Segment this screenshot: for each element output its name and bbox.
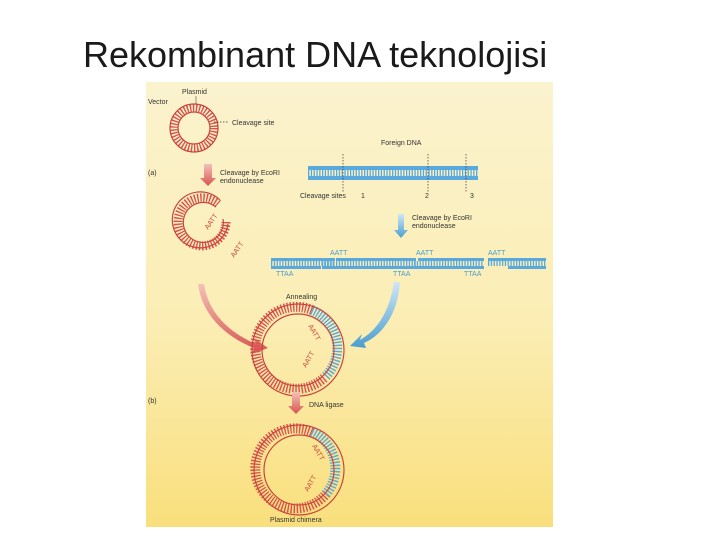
fragment-4-aatt: AATT	[488, 250, 506, 257]
annealed-aatt-1: AATT	[306, 324, 321, 343]
site-3-label: 3	[470, 193, 474, 200]
cleavage-by-label-1: Cleavage by EcoRI	[220, 170, 280, 177]
foreign-dna-fragment-4	[488, 258, 546, 269]
cut-vector-sticky-end-1: AATT	[204, 212, 220, 231]
chimera-aatt-2: AATT	[304, 474, 319, 493]
cleavage-by-label-2: Cleavage by EcoRI	[412, 215, 472, 222]
fragment-1-ttaa: TTAA	[276, 271, 294, 278]
down-arrow-1	[200, 164, 216, 186]
fragment-2-aatt: AATT	[416, 250, 434, 257]
panel-a-label: (a)	[148, 170, 157, 177]
annealing-arrow-blue	[350, 282, 400, 348]
endonuclease-label-1: endonuclease	[220, 178, 264, 185]
down-arrow-3	[288, 392, 304, 414]
annealing-label: Annealing	[286, 294, 317, 301]
plasmid-chimera	[250, 423, 345, 516]
annealed-aatt-2: AATT	[302, 350, 317, 369]
site-2-label: 2	[425, 193, 429, 200]
foreign-dna-fragment-3	[414, 258, 484, 269]
vector-label: Vector	[148, 99, 169, 106]
plasmid-chimera-label: Plasmid chimera	[270, 517, 322, 524]
endonuclease-label-2: endonuclease	[412, 223, 456, 230]
recombinant-dna-figure: Plasmid Vector Cleavage site (a) Cleavag…	[146, 82, 553, 527]
foreign-dna-fragment-2	[322, 258, 416, 269]
panel-b-label: (b)	[148, 398, 157, 405]
cleavage-site-label: Cleavage site	[232, 120, 275, 127]
dna-ligase-label: DNA ligase	[309, 402, 344, 409]
fragment-1-aatt: AATT	[330, 250, 348, 257]
fragment-2-ttaa: TTAA	[393, 271, 411, 278]
fragment-3-ttaa: TTAA	[464, 271, 482, 278]
cut-vector-plasmid	[171, 191, 231, 251]
down-arrow-2	[394, 214, 408, 238]
plasmid-label: Plasmid	[182, 89, 207, 96]
annealing-arrow-red	[198, 284, 268, 354]
foreign-dna-label: Foreign DNA	[381, 140, 422, 147]
site-1-label: 1	[361, 193, 365, 200]
slide-title: Rekombinant DNA teknolojisi	[83, 34, 548, 75]
cleavage-sites-label: Cleavage sites	[300, 193, 346, 200]
foreign-dna-strand	[308, 166, 478, 180]
cut-vector-sticky-end-2: AATT	[230, 240, 246, 259]
vector-plasmid	[169, 103, 228, 153]
foreign-dna-fragment-1	[271, 258, 335, 269]
annealed-plasmid	[250, 301, 345, 397]
